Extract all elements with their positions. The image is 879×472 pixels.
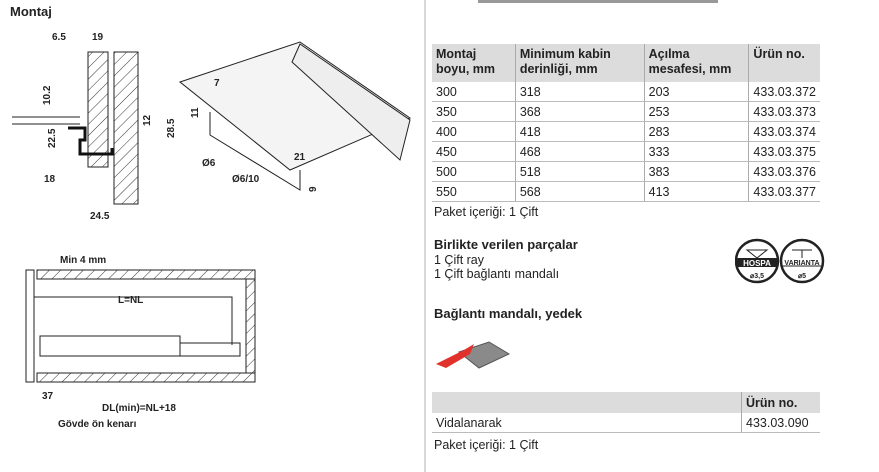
svg-text:18: 18	[44, 174, 56, 185]
top-strip	[478, 0, 718, 3]
table-cell: 500	[432, 161, 516, 182]
table-cell: 518	[514, 161, 645, 182]
included-item: 1 Çift ray	[434, 253, 485, 267]
table-header-row: Montaj boyu, mm Minimum kabin derinliği,…	[432, 44, 820, 82]
col-header: Minimum kabin derinliği, mm	[514, 44, 645, 82]
svg-text:12: 12	[142, 114, 153, 126]
svg-text:L=NL: L=NL	[118, 295, 143, 306]
col-header: Ürün no.	[741, 392, 820, 413]
table-cell: 383	[643, 161, 749, 182]
package-contents: Paket içeriği: 1 Çift	[434, 205, 539, 219]
svg-text:9: 9	[308, 186, 319, 192]
table-cell: 400	[432, 121, 516, 142]
table-cell: 283	[643, 121, 749, 142]
table-cell: 333	[643, 141, 749, 162]
screw-logos: HOSPA ⌀3,5 VARIANTA ⌀5	[735, 238, 825, 284]
table-cell: 318	[514, 82, 645, 102]
svg-text:Gövde ön kenarı: Gövde ön kenarı	[58, 419, 137, 430]
svg-text:DL(min)=NL+18: DL(min)=NL+18	[102, 403, 176, 414]
drawer-iso	[178, 41, 412, 171]
svg-text:28.5: 28.5	[166, 118, 177, 138]
spare-title: Bağlantı mandalı, yedek	[434, 306, 583, 321]
svg-text:11: 11	[190, 107, 201, 118]
table-cell: 568	[514, 181, 645, 202]
package-contents-spare: Paket içeriği: 1 Çift	[434, 438, 539, 452]
table-cell: 468	[514, 141, 645, 162]
table-cell: 413	[643, 181, 749, 202]
table-cell: 550	[432, 181, 516, 202]
cross-section-drawing: 6.5 19 10.2 22.5 12 28.5 18 24.5 7 11 21…	[12, 32, 412, 222]
table-cell: 300	[432, 82, 516, 102]
col-header: Montaj boyu, mm	[432, 44, 516, 82]
col-header: Ürün no.	[748, 44, 820, 82]
svg-text:21: 21	[294, 152, 306, 163]
svg-text:Ø6/10: Ø6/10	[232, 174, 260, 185]
table-cell: 433.03.374	[748, 121, 820, 142]
table-cell: 433.03.375	[748, 141, 820, 162]
svg-text:6.5: 6.5	[52, 32, 66, 43]
varianta-logo: VARIANTA ⌀5	[779, 238, 825, 284]
rail-profile	[68, 126, 114, 156]
svg-text:⌀3,5: ⌀3,5	[750, 273, 764, 280]
svg-text:22.5: 22.5	[47, 128, 58, 148]
svg-text:7: 7	[214, 78, 220, 89]
table-cell: 433.03.372	[748, 82, 820, 102]
svg-text:HOSPA: HOSPA	[743, 259, 771, 268]
table-cell: 253	[643, 101, 749, 122]
svg-text:24.5: 24.5	[90, 211, 110, 222]
rail	[39, 335, 181, 357]
svg-text:VARIANTA: VARIANTA	[784, 260, 819, 267]
table-cell: 433.03.376	[748, 161, 820, 182]
spec-table: Montaj boyu, mm Minimum kabin derinliği,…	[432, 44, 820, 202]
column-divider	[424, 0, 426, 472]
col-header: Açılma mesafesi, mm	[643, 44, 749, 82]
latch-image	[436, 341, 511, 369]
included-parts-title: Birlikte verilen parçalar	[434, 237, 578, 252]
svg-text:Ø6: Ø6	[202, 158, 216, 169]
hospa-logo: HOSPA ⌀3,5	[735, 238, 780, 284]
table-cell: 433.03.373	[748, 101, 820, 122]
table-cell: 450	[432, 141, 516, 162]
section-title-montaj: Montaj	[10, 4, 52, 19]
svg-text:10.2: 10.2	[42, 85, 53, 105]
svg-text:19: 19	[92, 32, 104, 43]
table-cell: 350	[432, 101, 516, 122]
table-cell: 203	[643, 82, 749, 102]
svg-text:⌀5: ⌀5	[798, 273, 806, 280]
side-view-drawing: Min 4 mm L=NL 37 DL(min)=NL+18 Gövde ön …	[25, 255, 256, 430]
table-cell: 433.03.377	[748, 181, 820, 202]
cabinet-wall	[113, 51, 139, 205]
table-cell: 418	[514, 121, 645, 142]
svg-text:37: 37	[42, 391, 54, 402]
svg-text:Min 4 mm: Min 4 mm	[60, 255, 106, 266]
included-item: 1 Çift bağlantı mandalı	[434, 267, 560, 281]
side-panel	[87, 51, 109, 168]
table-cell: 368	[514, 101, 645, 122]
